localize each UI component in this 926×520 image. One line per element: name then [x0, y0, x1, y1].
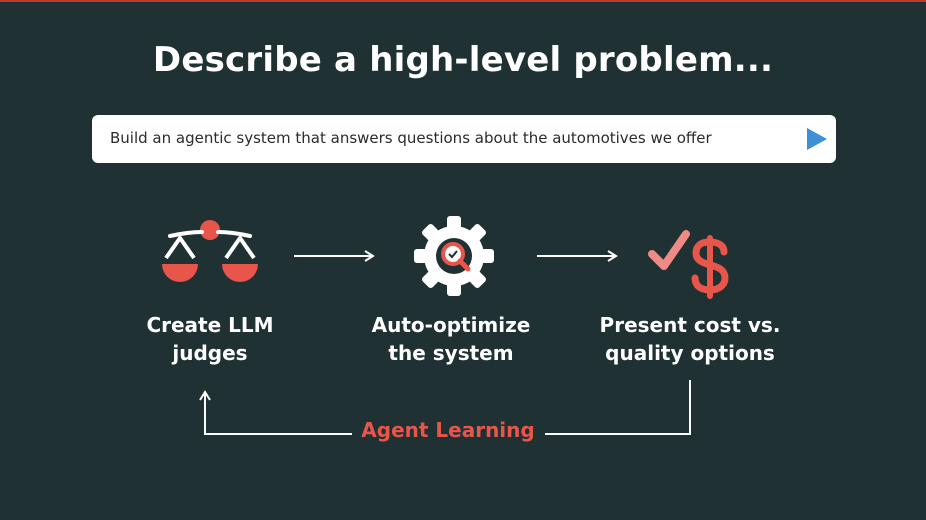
arrow-step2-to-step3	[537, 250, 618, 262]
prompt-text[interactable]: Build an agentic system that answers que…	[110, 129, 712, 147]
scales-icon	[162, 220, 258, 282]
step-label-auto-optimize: Auto-optimize the system	[341, 311, 561, 367]
check-dollar-icon	[648, 230, 729, 299]
step-label-create-judges: Create LLM judges	[100, 311, 320, 367]
feedback-loop-line	[199, 380, 691, 435]
slide-title: Describe a high-level problem...	[152, 40, 774, 80]
arrow-step1-to-step2	[294, 250, 375, 262]
step-label-line: Present cost vs.	[599, 313, 781, 337]
step-label-line: quality options	[605, 341, 775, 365]
agent-learning-label: Agent Learning	[361, 418, 535, 442]
step-label-line: Auto-optimize	[371, 313, 531, 337]
step-label-line: judges	[172, 341, 248, 365]
top-accent-line	[0, 0, 926, 2]
step-label-cost-quality: Present cost vs. quality options	[580, 311, 800, 367]
gear-magnifier-icon	[414, 216, 494, 296]
send-play-icon[interactable]	[806, 127, 828, 151]
step-label-line: the system	[388, 341, 514, 365]
prompt-input-box[interactable]: Build an agentic system that answers que…	[92, 115, 836, 163]
step-label-line: Create LLM	[146, 313, 274, 337]
